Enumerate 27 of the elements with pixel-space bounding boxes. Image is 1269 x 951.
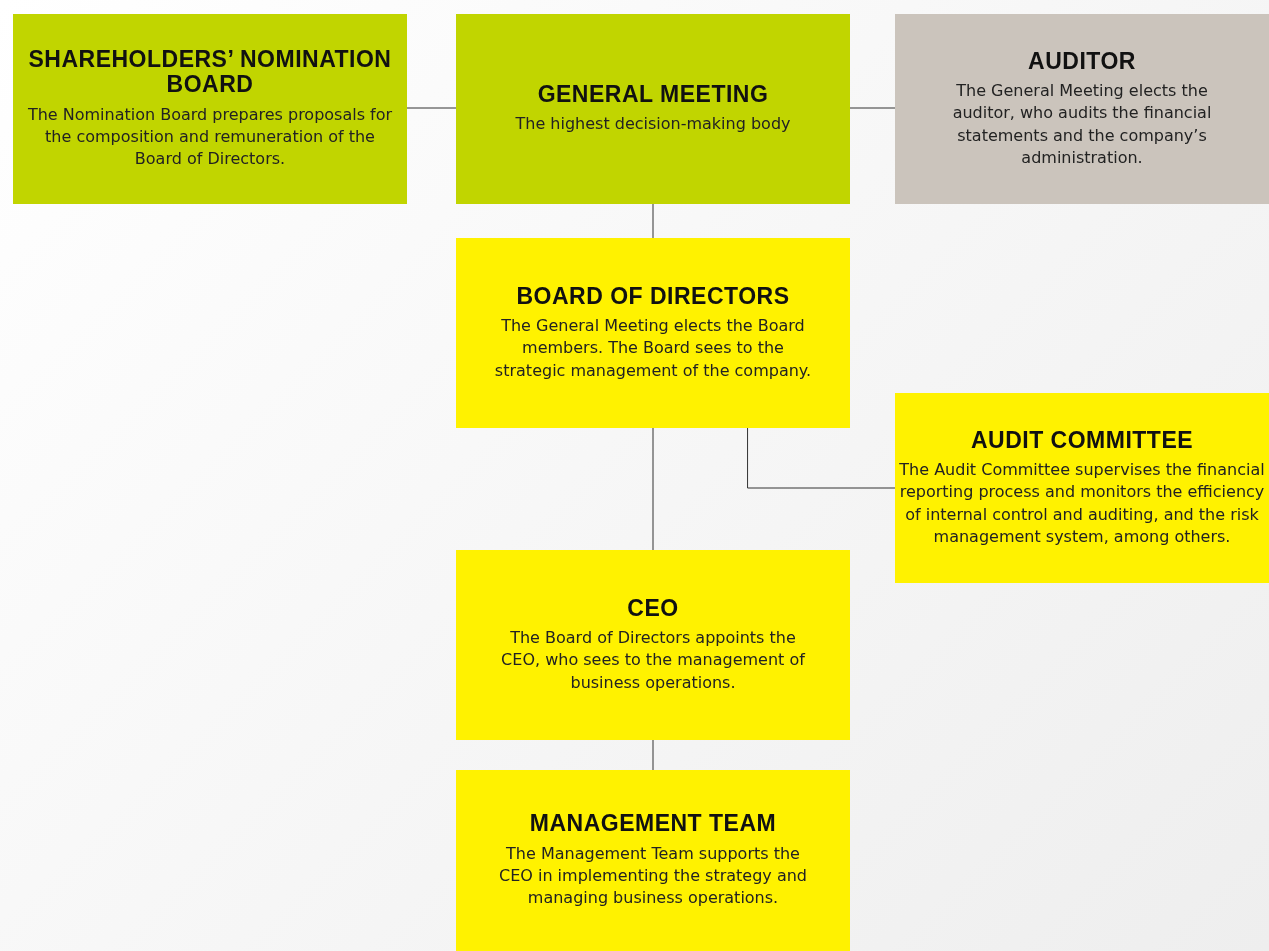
org-box [895, 393, 1269, 583]
connector-line [652, 427, 654, 551]
org-box [895, 14, 1269, 204]
box-heading: BOARD OF DIRECTORS [516, 283, 790, 310]
box-description: The Board of Directors appoints the CEO, who sees to the management of business operations. [500, 627, 807, 694]
org-box [456, 550, 850, 740]
org-box [456, 770, 850, 951]
box-description: The highest decision-making body [515, 113, 791, 136]
org-box [456, 238, 850, 428]
box-heading: CEO [627, 595, 679, 622]
connector-line [652, 739, 654, 771]
box-description: The Nomination Board prepares proposals for the composition and remuneration of the Board of Directors. [26, 103, 394, 171]
box-heading: SHAREHOLDERS’ NOMINATION BOARD [27, 47, 393, 98]
box-heading: MANAGEMENT TEAM [529, 811, 777, 837]
box-description: The Audit Committee supervises the financial reporting process and monitors the efficiency of internal control and auditing, and the risk management system, among others. [899, 458, 1265, 549]
box-description: The General Meeting elects the auditor, who audits the financial statements and the company’s administration. [951, 79, 1213, 170]
connector-line [747, 427, 896, 489]
box-description: The Management Team supports the CEO in implementing the strategy and managing business operations. [497, 842, 808, 910]
box-heading: GENERAL MEETING [537, 82, 769, 108]
connector-line [652, 203, 654, 239]
org-box [13, 14, 407, 204]
org-box [456, 14, 850, 204]
box-heading: AUDIT COMMITTEE [970, 427, 1194, 453]
box-heading: AUDITOR [1028, 48, 1136, 74]
box-description: The General Meeting elects the Board members. The Board sees to the strategic management of the company. [493, 315, 813, 382]
connector-line [406, 107, 457, 109]
connector-line [849, 107, 896, 109]
